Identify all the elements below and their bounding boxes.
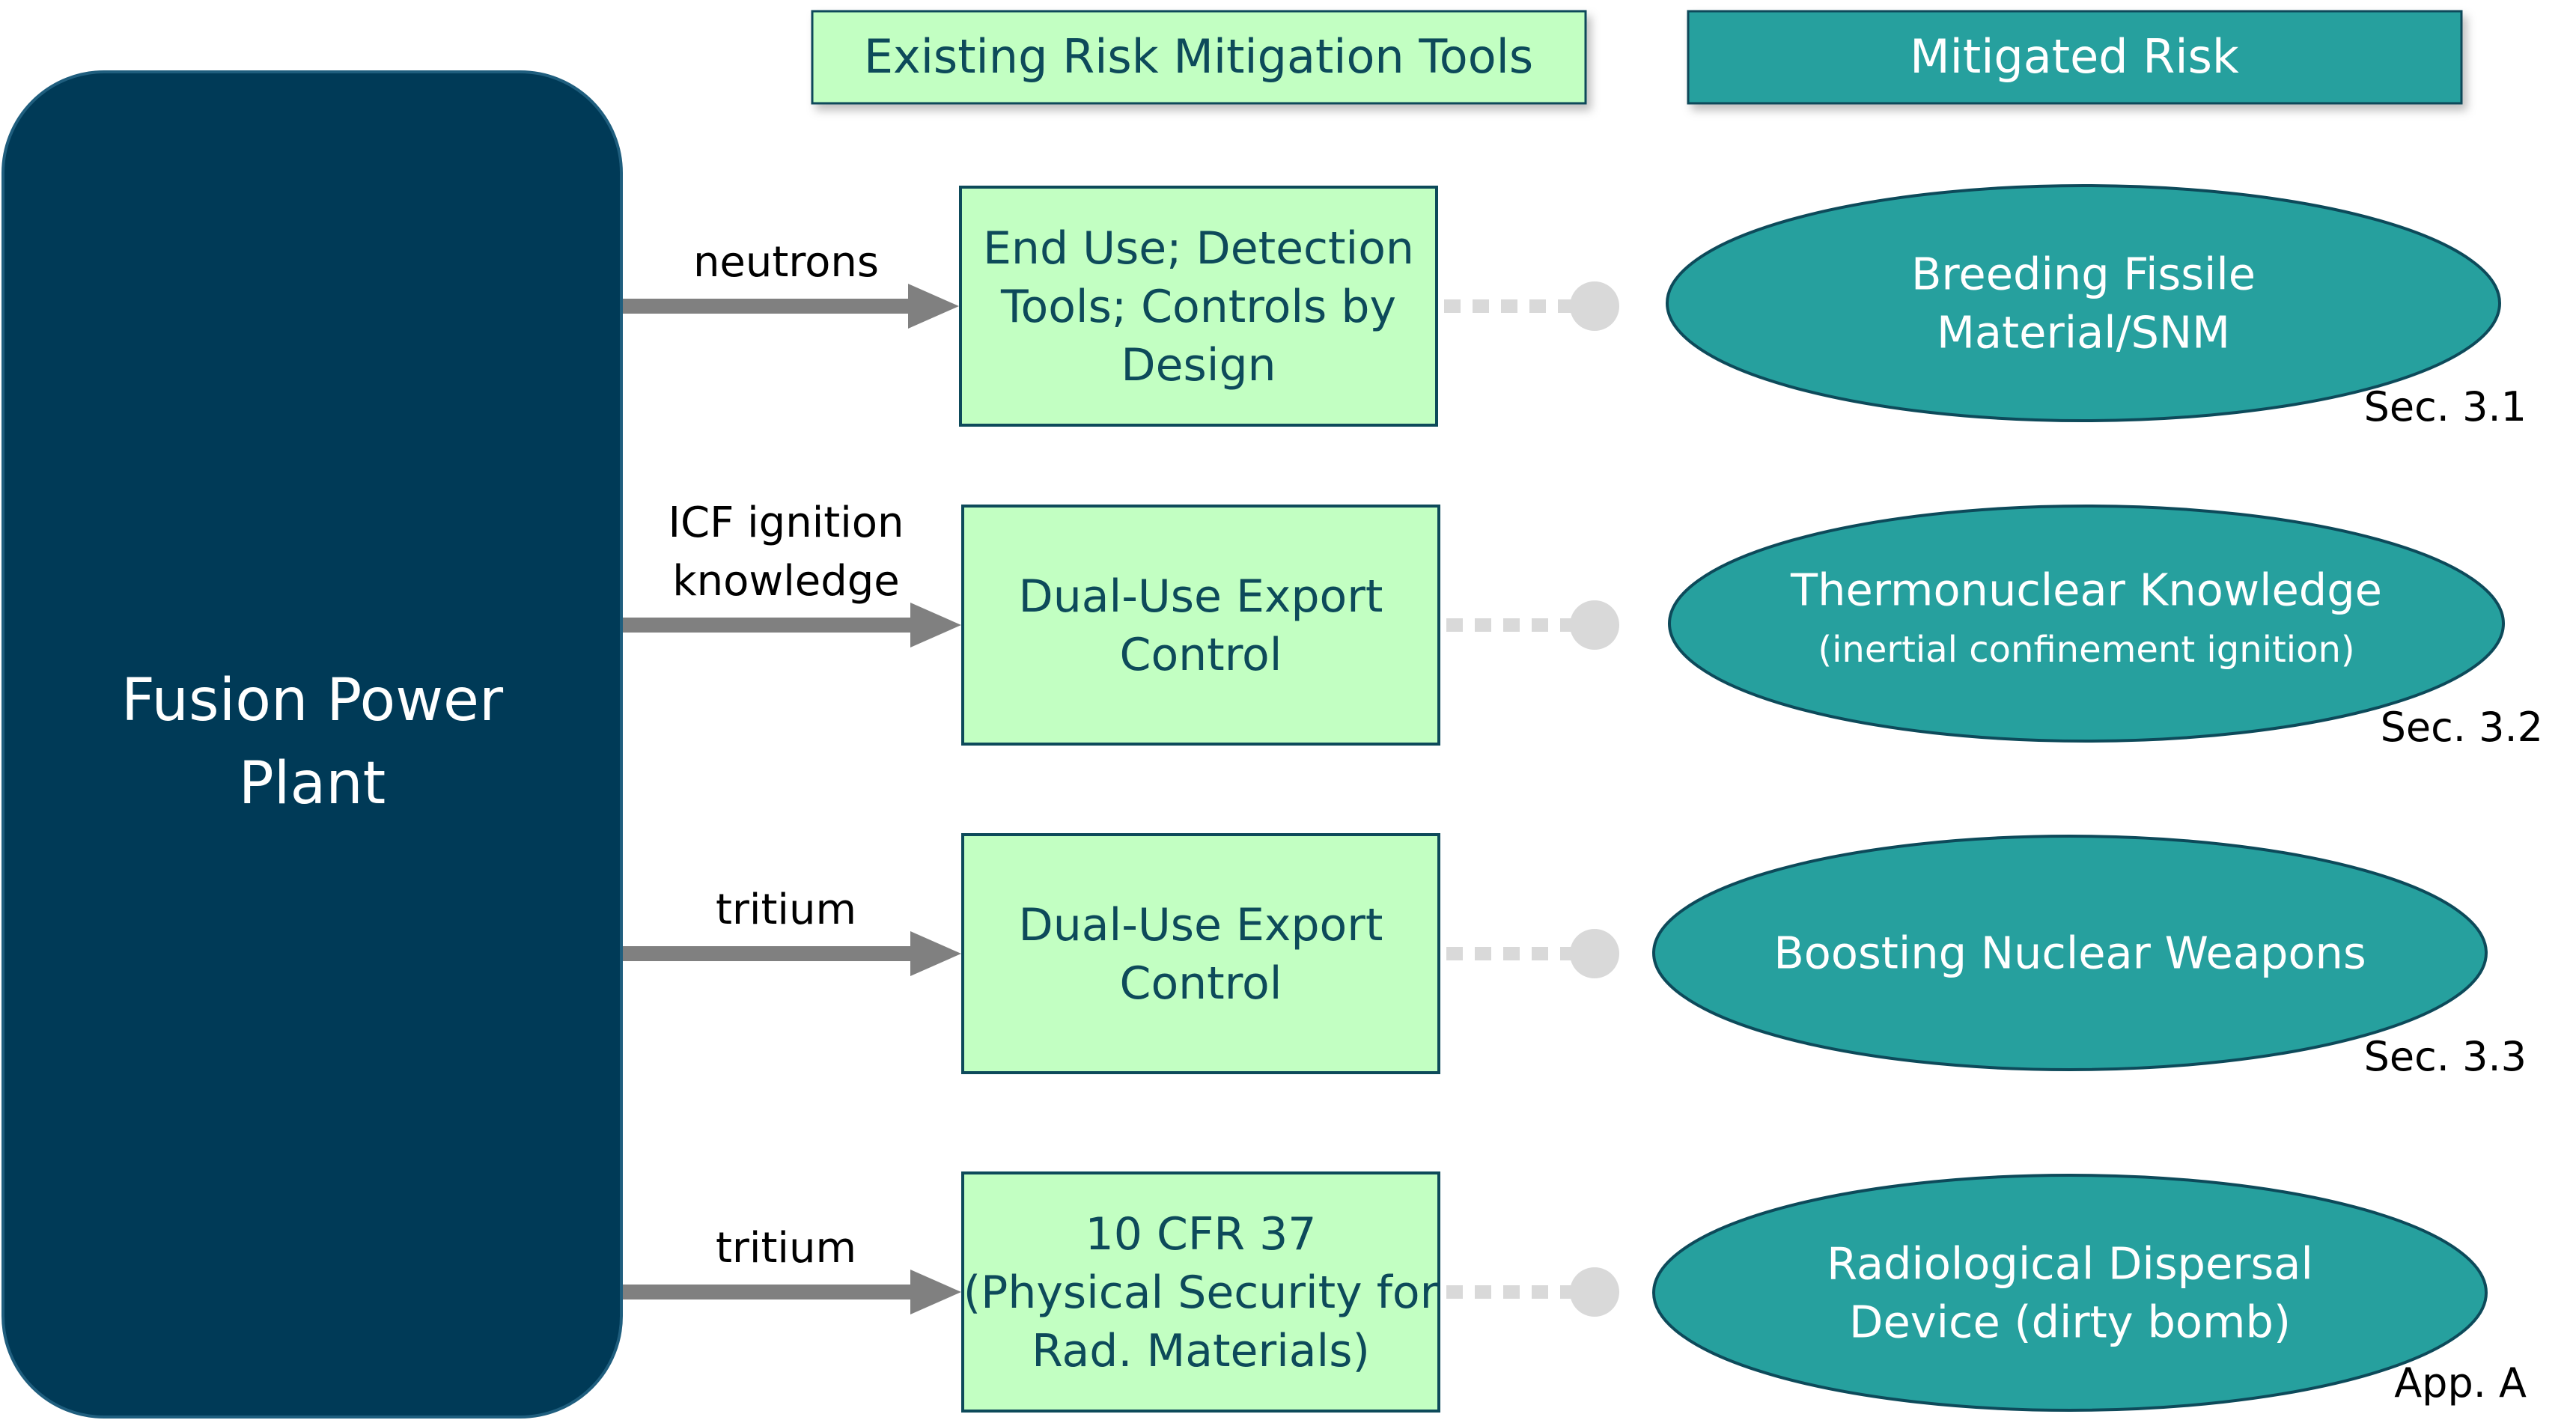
header-risk: Mitigated Risk: [1687, 10, 2463, 105]
tool-box: [961, 1171, 1440, 1413]
arrow-label: neutrons: [693, 238, 879, 287]
tool-box: [959, 186, 1438, 427]
arrow-label: tritium: [716, 886, 856, 934]
plant-label-line1: Fusion Power: [121, 667, 504, 734]
tool-label: Tools; Controls by: [1000, 281, 1396, 333]
risk-label: Material/SNM: [1937, 307, 2230, 359]
plant-box: [1, 70, 623, 1419]
section-ref: App. A: [2394, 1359, 2527, 1407]
connector-dot: [1570, 600, 1619, 650]
arrow-head: [910, 931, 961, 976]
tool-label: (Physical Security for: [963, 1267, 1439, 1319]
connector-dot: [1570, 281, 1619, 331]
risk-label: Boosting Nuclear Weapons: [1773, 927, 2366, 979]
risk-sublabel: (inertial confinement ignition): [1818, 629, 2354, 671]
tool-box: [961, 833, 1440, 1074]
header-risk-box: [1687, 10, 2463, 105]
risk-label: Breeding Fissile: [1911, 249, 2256, 300]
section-ref: Sec. 3.1: [2364, 383, 2527, 430]
plant-label-line2: Plant: [239, 750, 386, 817]
risk-ellipse: [1666, 184, 2501, 422]
risk-label: Device (dirty bomb): [1849, 1296, 2291, 1348]
tool-label: Rad. Materials): [1032, 1325, 1370, 1377]
flow-row-2: ICF ignition knowledge Dual-Use ExportCont…: [623, 499, 2543, 751]
tool-label: 10 CFR 37: [1085, 1208, 1317, 1261]
risk-label: Radiological Dispersal: [1827, 1238, 2313, 1290]
header-tools-label: Existing Risk Mitigation Tools: [864, 29, 1533, 84]
header-tools: Existing Risk Mitigation Tools: [811, 10, 1587, 105]
tool-label: Control: [1120, 957, 1282, 1010]
tool-box: [961, 505, 1440, 746]
risk-ellipse: [1668, 505, 2505, 743]
risk-label: Thermonuclear Knowledge: [1790, 564, 2382, 616]
tool-label: Design: [1121, 339, 1276, 391]
arrow-label: knowledge: [672, 557, 900, 606]
tool-label: Control: [1120, 629, 1282, 681]
arrow-head: [908, 284, 959, 329]
connector-dot: [1570, 929, 1619, 978]
fusion-power-plant: Fusion Power Plant: [1, 70, 623, 1419]
section-ref: Sec. 3.2: [2381, 704, 2543, 751]
section-ref: Sec. 3.3: [2364, 1033, 2527, 1080]
risk-ellipse: [1652, 835, 2488, 1071]
arrow-head: [910, 603, 961, 647]
tool-label: Dual-Use Export: [1019, 570, 1383, 623]
risk-ellipse: [1652, 1174, 2488, 1412]
header-risk-label: Mitigated Risk: [1910, 29, 2239, 84]
tool-label: End Use; Detection: [983, 222, 1414, 275]
connector-dot: [1570, 1267, 1619, 1317]
arrow-label: ICF ignition: [668, 499, 904, 547]
arrow-head: [910, 1270, 961, 1314]
arrow-label: tritium: [716, 1224, 856, 1273]
header-tools-box: [811, 10, 1587, 105]
tool-label: Dual-Use Export: [1019, 899, 1383, 951]
